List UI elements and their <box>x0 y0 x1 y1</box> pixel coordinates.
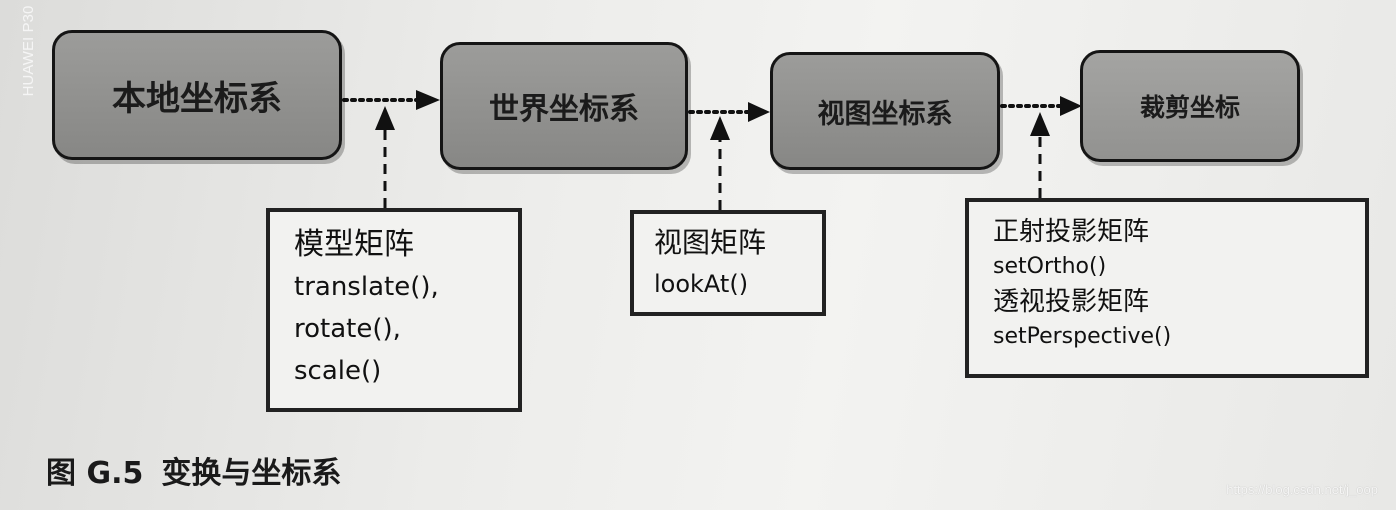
arrow-head-projection-matrix-up <box>1030 112 1050 136</box>
perspective-projection-title: 透视投影矩阵 <box>993 287 1150 317</box>
blog-watermark: https://blog.csdn.net/j_oop <box>1226 482 1378 497</box>
perspective-projection-function: setPerspective() <box>993 324 1172 349</box>
arrow-head-world-to-view <box>748 102 770 122</box>
camera-brand: HUAWEI <box>20 36 37 97</box>
arrow-head-local-to-world <box>416 90 440 110</box>
clip-coordinates-box: 裁剪坐标 <box>1080 50 1300 162</box>
view-matrix-function: lookAt() <box>654 270 749 298</box>
view-coordinates-box: 视图坐标系 <box>770 52 1000 170</box>
figure-title: 变换与坐标系 <box>161 456 342 491</box>
figure-caption: 图 G.5 变换与坐标系 <box>46 448 359 492</box>
clip-coordinates-label: 裁剪坐标 <box>1139 93 1240 122</box>
figure-number: 图 G.5 <box>46 456 144 491</box>
projection-matrix-box: 正射投影矩阵 setOrtho() 透视投影矩阵 setPerspective(… <box>965 198 1369 378</box>
world-coordinates-box: 世界坐标系 <box>440 42 688 170</box>
model-matrix-function: translate(), <box>294 272 439 302</box>
arrow-head-view-matrix-up <box>710 116 730 140</box>
arrow-head-view-to-clip <box>1060 96 1082 116</box>
camera-model: P30 <box>20 6 37 33</box>
local-coordinates-box: 本地坐标系 <box>52 30 342 160</box>
model-matrix-title: 模型矩阵 <box>294 227 414 262</box>
model-matrix-box: 模型矩阵 translate(), rotate(), scale() <box>266 208 522 412</box>
arrow-head-model-matrix-up <box>375 106 395 130</box>
view-coordinates-label: 视图坐标系 <box>817 98 953 130</box>
ortho-projection-function: setOrtho() <box>993 254 1107 279</box>
model-matrix-function: rotate(), <box>294 314 401 344</box>
local-coordinates-label: 本地坐标系 <box>112 78 282 119</box>
view-matrix-title: 视图矩阵 <box>654 226 767 259</box>
ortho-projection-title: 正射投影矩阵 <box>993 217 1150 247</box>
model-matrix-function: scale() <box>294 356 382 386</box>
camera-watermark: HUAWEI P30 <box>20 6 38 96</box>
view-matrix-box: 视图矩阵 lookAt() <box>630 210 826 316</box>
world-coordinates-label: 世界坐标系 <box>489 92 639 127</box>
